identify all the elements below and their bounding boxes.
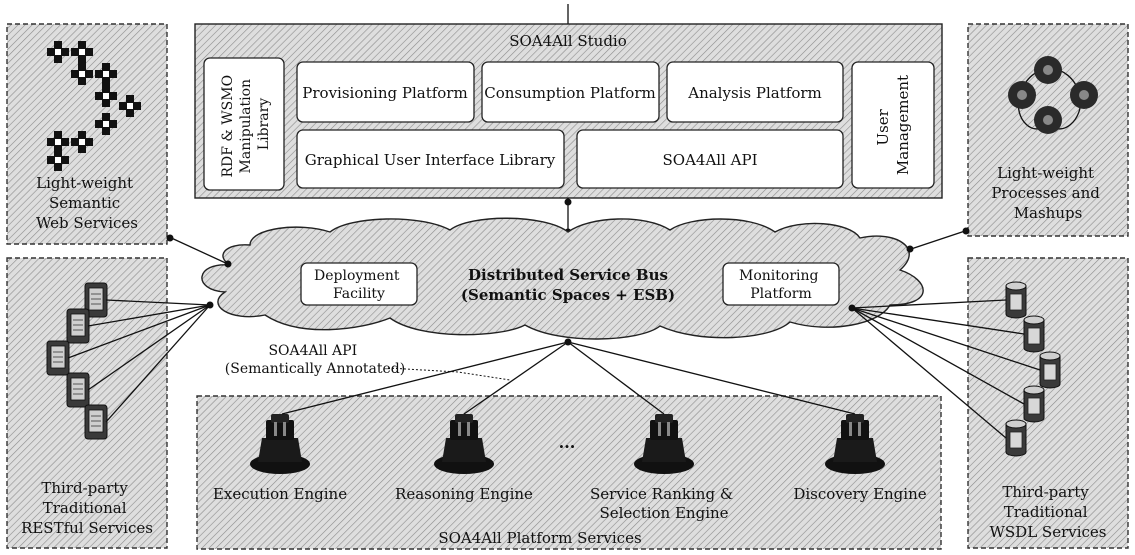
soa4all-platform-services-title: SOA4All Platform Services: [438, 529, 641, 547]
distributed-service-bus-title: Distributed Service Bus: [468, 266, 668, 284]
monitoring-platform-box: [722, 262, 840, 306]
light-weight-semantic-web-services-label: Light-weight Semantic Web Services: [36, 174, 138, 232]
deployment-facility-box: [300, 262, 418, 306]
discovery-engine-label: Discovery Engine: [793, 485, 926, 503]
soa4all-studio-group: SOA4All Studio RDF & WSMO Manipulation L…: [194, 23, 943, 199]
bus-to-engines-lines: [281, 338, 856, 415]
third-party-wsdl-services-box: [967, 257, 1129, 549]
light-weight-semantic-web-services-group: Light-weight Semantic Web Services: [6, 23, 168, 245]
soa4all-platform-services-group: ... Execution Engine Reasoning Engine Se…: [196, 395, 942, 550]
light-weight-semantic-web-services-box: [6, 23, 168, 245]
api-annotation-pointer: [387, 367, 511, 381]
rdf-wsmo-library-label: RDF & WSMO Manipulation Library: [220, 70, 272, 177]
right-top-connector: [907, 229, 969, 251]
soa4all-studio-title: SOA4All Studio: [509, 32, 627, 50]
light-weight-processes-mashups-group: Light-weight Processes and Mashups: [967, 23, 1129, 237]
provisioning-platform-box: [296, 61, 475, 123]
analysis-platform-box: [666, 61, 844, 123]
user-management-label: User Management: [874, 75, 912, 175]
soa4all-api-box: [576, 129, 844, 189]
reasoning-engine-label: Reasoning Engine: [395, 485, 533, 503]
right-top-connector-dot-cloud: [906, 245, 914, 253]
soa4all-platform-services-box: [196, 395, 942, 550]
right-top-connector-dot: [962, 227, 970, 235]
left-top-connector: [166, 235, 231, 266]
execution-engine-label: Execution Engine: [213, 485, 347, 503]
studio-bus-connector-dot-top: [564, 198, 572, 206]
left-top-connector-dot-cloud: [224, 260, 232, 268]
soa4all-api-annotation: SOA4All API (Semantically Annotated): [225, 343, 405, 377]
third-party-wsdl-services-label: Third-party Traditional WSDL Services: [989, 483, 1106, 541]
soa4all-api-label: SOA4All API: [663, 151, 758, 169]
distributed-service-bus-cloud: Deployment Facility Monitoring Platform …: [201, 217, 924, 340]
consumption-platform-label: Consumption Platform: [484, 84, 655, 102]
rdf-wsmo-library-box: [203, 57, 285, 191]
deployment-facility-label: Deployment Facility: [314, 268, 404, 302]
graphical-user-interface-library-box: [296, 129, 565, 189]
monitoring-platform-label: Monitoring Platform: [739, 268, 823, 302]
wsdl-fan-lines: [848, 299, 1041, 439]
more-engines-ellipsis: ...: [559, 433, 576, 452]
third-party-wsdl-services-group: Third-party Traditional WSDL Services: [967, 257, 1129, 549]
third-party-restful-services-group: Third-party Traditional RESTful Services: [6, 257, 168, 549]
left-top-connector-dot: [166, 234, 174, 242]
provisioning-platform-label: Provisioning Platform: [302, 84, 467, 102]
restful-fan-lines: [67, 299, 214, 423]
graphical-user-interface-library-label: Graphical User Interface Library: [305, 151, 556, 169]
third-party-restful-services-label: Third-party Traditional RESTful Services: [21, 479, 153, 537]
process-mashup-icon: [1008, 56, 1098, 134]
distributed-service-bus-subtitle: (Semantic Spaces + ESB): [461, 286, 675, 304]
light-weight-processes-mashups-label: Light-weight Processes and Mashups: [991, 164, 1104, 222]
service-ranking-selection-engine-label: Service Ranking & Selection Engine: [590, 485, 738, 522]
consumption-platform-box: [481, 61, 660, 123]
analysis-platform-label: Analysis Platform: [687, 84, 822, 102]
user-management-box: [851, 61, 935, 189]
